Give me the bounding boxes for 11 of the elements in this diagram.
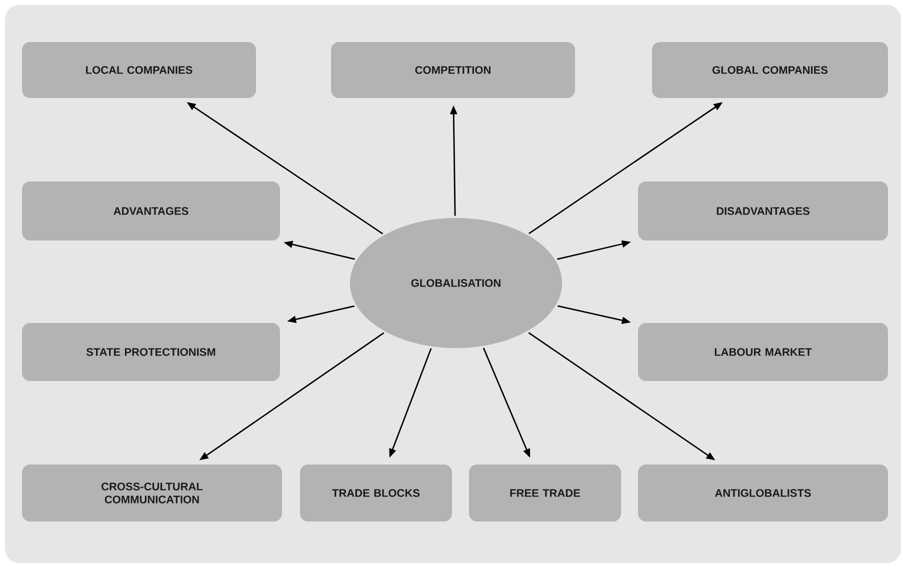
- topic-box: COMPETITION: [331, 42, 575, 98]
- topic-box: STATE PROTECTIONISM: [22, 323, 280, 381]
- topic-box: LABOUR MARKET: [638, 323, 888, 381]
- topic-box: ANTIGLOBALISTS: [638, 464, 888, 522]
- topic-box: TRADE BLOCKS: [300, 464, 452, 522]
- topic-box: LOCAL COMPANIES: [22, 42, 256, 98]
- topic-box: FREE TRADE: [469, 464, 621, 522]
- topic-box: ADVANTAGES: [22, 182, 280, 240]
- topic-box: DISADVANTAGES: [638, 182, 888, 240]
- topic-box: CROSS-CULTURAL COMMUNICATION: [22, 464, 282, 522]
- topic-box: GLOBAL COMPANIES: [652, 42, 888, 98]
